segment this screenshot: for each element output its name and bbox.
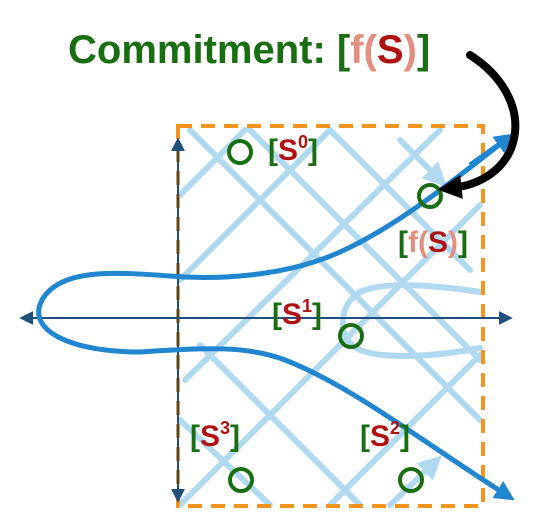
title-var: S: [377, 28, 404, 72]
wrapped-line-1: [187, 127, 483, 423]
label-s1: [S1]: [272, 296, 322, 331]
point-s0: [227, 139, 253, 165]
elliptic-curve-top-arrow: [468, 133, 515, 168]
title-open-bracket: [: [337, 28, 350, 72]
commitment-title: Commitment: [f(S)]: [68, 28, 430, 72]
wrapped-line-3: [327, 127, 473, 273]
point-s3: [228, 467, 254, 493]
title-prefix: Commitment:: [68, 28, 337, 72]
commitment-arrow: [437, 51, 520, 199]
label-s3: [S3]: [190, 418, 240, 453]
wrapped-line-4: [182, 127, 443, 383]
point-s1: [338, 323, 364, 349]
wrapped-line-12: [397, 137, 447, 187]
wrapped-line-6: [177, 202, 483, 508]
point-s2: [398, 467, 424, 493]
label-s0: [S0]: [268, 132, 318, 167]
wrapped-line-11: [387, 455, 442, 508]
elliptic-curve: [36, 135, 515, 501]
label-s2: [S2]: [360, 418, 410, 453]
title-paren-open: (: [364, 28, 378, 72]
wrapped-line-10: [197, 342, 363, 508]
title-close-bracket: ]: [417, 28, 430, 72]
wrapped-line-2: [177, 127, 333, 283]
title-paren-close: ): [404, 28, 417, 72]
label-fs: [f(S)]: [398, 226, 468, 259]
title-func: f: [350, 28, 364, 72]
